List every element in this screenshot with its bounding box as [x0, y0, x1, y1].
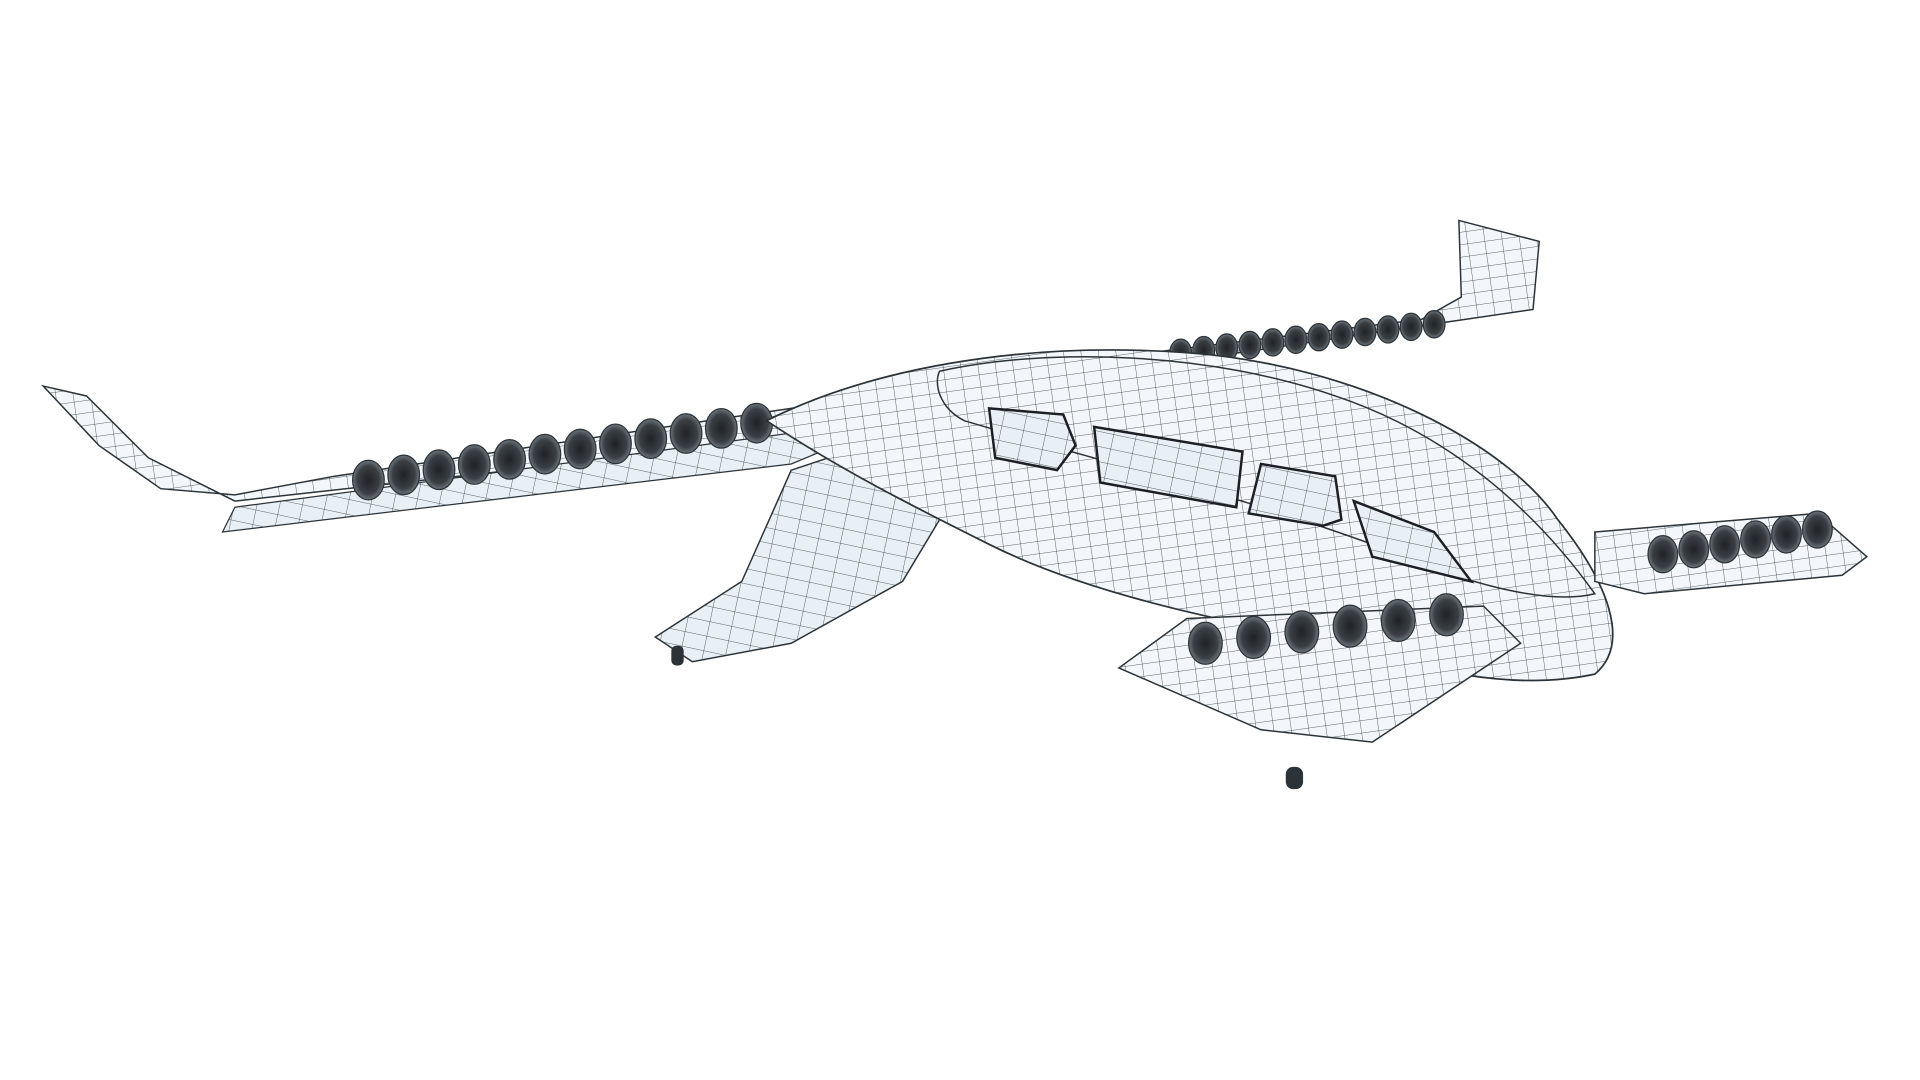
engine-pod	[740, 402, 774, 444]
engine-pod	[493, 438, 527, 480]
landing-gear-rear	[671, 645, 684, 666]
engine-pod	[1678, 530, 1710, 569]
engine-pod	[634, 418, 668, 460]
engine-pod	[422, 449, 456, 491]
engine-pod	[1353, 317, 1377, 347]
engine-pod	[351, 459, 385, 501]
engine-pod	[563, 428, 597, 470]
engine-pod	[1380, 598, 1416, 643]
engine-pod	[1647, 535, 1679, 574]
right-wing-engines	[1169, 310, 1446, 367]
engine-pod	[1801, 510, 1833, 549]
engine-pod	[1399, 312, 1423, 342]
engine-pod	[1261, 328, 1285, 357]
engine-pod	[1740, 520, 1772, 559]
landing-gear-front	[1285, 766, 1304, 790]
engine-pod	[528, 433, 562, 475]
engine-pod	[1236, 615, 1272, 660]
engine-pod	[1330, 320, 1354, 349]
left-canard	[1117, 593, 1522, 743]
engine-pod	[1187, 621, 1223, 665]
left-wing	[41, 384, 866, 533]
engine-pod	[1284, 325, 1308, 354]
engine-pod	[1284, 610, 1320, 654]
right-wing	[1112, 219, 1541, 372]
engine-pod	[669, 413, 703, 454]
engine-pod	[387, 454, 421, 496]
engine-pod	[1429, 593, 1464, 637]
engine-pod	[457, 444, 491, 485]
engine-pod	[704, 407, 738, 449]
left-wing-engines	[351, 402, 774, 501]
right-canard	[1594, 510, 1869, 595]
engine-pod	[1422, 310, 1446, 339]
engine-pod	[1332, 604, 1368, 648]
left-canard-engines	[1187, 593, 1464, 665]
engine-pod	[1376, 315, 1400, 344]
canopy-windows	[987, 406, 1475, 584]
right-canard-engines	[1647, 510, 1833, 574]
engine-pod	[1238, 330, 1262, 360]
engine-pod	[1307, 322, 1331, 352]
engine-pod	[1771, 515, 1802, 554]
engine-pod	[1709, 525, 1741, 564]
engine-pod	[599, 423, 632, 465]
